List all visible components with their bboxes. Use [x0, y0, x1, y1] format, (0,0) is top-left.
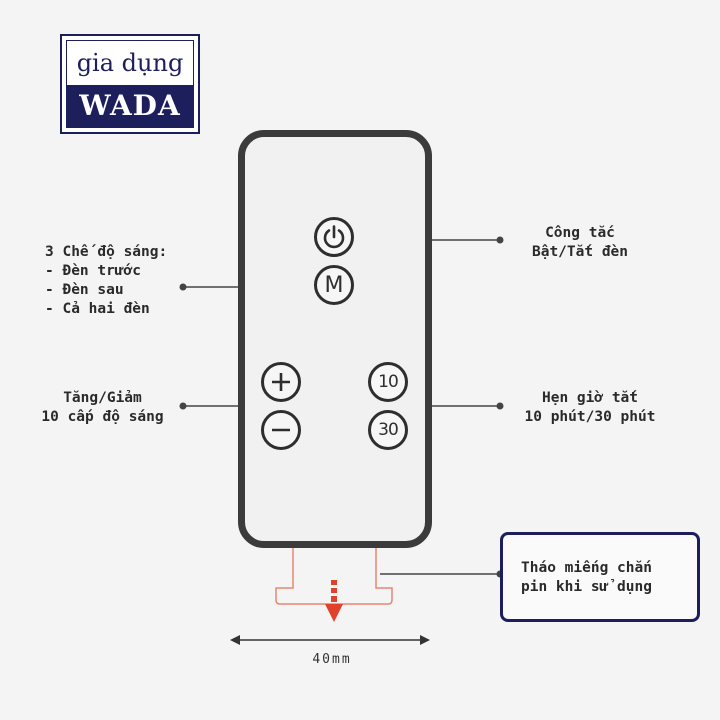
timer-label: Hẹn giờ tắt 10 phút/30 phút	[510, 389, 670, 427]
brightness-label: Tăng/Giảm 10 cấp độ sáng	[20, 389, 185, 427]
battery-note-line-2: pin khi sử dụng	[521, 579, 652, 595]
battery-tab	[275, 548, 393, 605]
plus-icon	[272, 373, 290, 391]
power-label-line-1: Công tắc	[545, 225, 615, 241]
timer-30-label: 30	[378, 420, 399, 440]
logo-bottom-text: WADA	[67, 85, 193, 127]
mode-button[interactable]: M	[314, 265, 354, 305]
power-label-line-2: Bật/Tắt đèn	[531, 244, 629, 260]
brightness-label-line-2: 10 cấp độ sáng	[41, 409, 164, 425]
mode-button-label: M	[324, 272, 344, 298]
mode-label-line-2: - Đèn trước	[45, 263, 142, 279]
timer-label-line-1: Hẹn giờ tắt	[541, 390, 639, 406]
timer-10-button[interactable]: 10	[368, 362, 408, 402]
brightness-label-line-1: Tăng/Giảm	[63, 390, 142, 406]
mode-label-line-3: - Đèn sau	[45, 282, 124, 298]
minus-icon	[272, 428, 290, 432]
power-label: Công tắc Bật/Tắt đèn	[505, 224, 655, 262]
mode-label-line-4: - Cả hai đèn	[45, 301, 150, 317]
power-icon	[323, 225, 345, 249]
dimension-label: 40mm	[312, 652, 352, 667]
mode-label: 3 Chế độ sáng: - Đèn trước - Đèn sau - C…	[45, 243, 167, 319]
battery-note-line-1: Tháo miếng chắn	[521, 560, 652, 576]
battery-note-box: Tháo miếng chắn pin khi sử dụng	[500, 532, 700, 622]
logo-top-text: gia dụng	[76, 49, 184, 77]
timer-label-line-2: 10 phút/30 phút	[524, 409, 656, 425]
brightness-up-button[interactable]	[261, 362, 301, 402]
dimension-arrow	[230, 635, 430, 645]
logo-frame: gia dụng WADA	[66, 40, 194, 128]
remote-control-body	[238, 130, 432, 548]
brightness-down-button[interactable]	[261, 410, 301, 450]
pull-arrow-icon	[325, 580, 343, 622]
power-button[interactable]	[314, 217, 354, 257]
timer-30-button[interactable]: 30	[368, 410, 408, 450]
mode-label-line-1: 3 Chế độ sáng:	[45, 244, 168, 260]
timer-10-label: 10	[378, 372, 399, 392]
battery-note-text: Tháo miếng chắn pin khi sử dụng	[521, 559, 652, 597]
brand-logo: gia dụng WADA	[60, 34, 200, 134]
